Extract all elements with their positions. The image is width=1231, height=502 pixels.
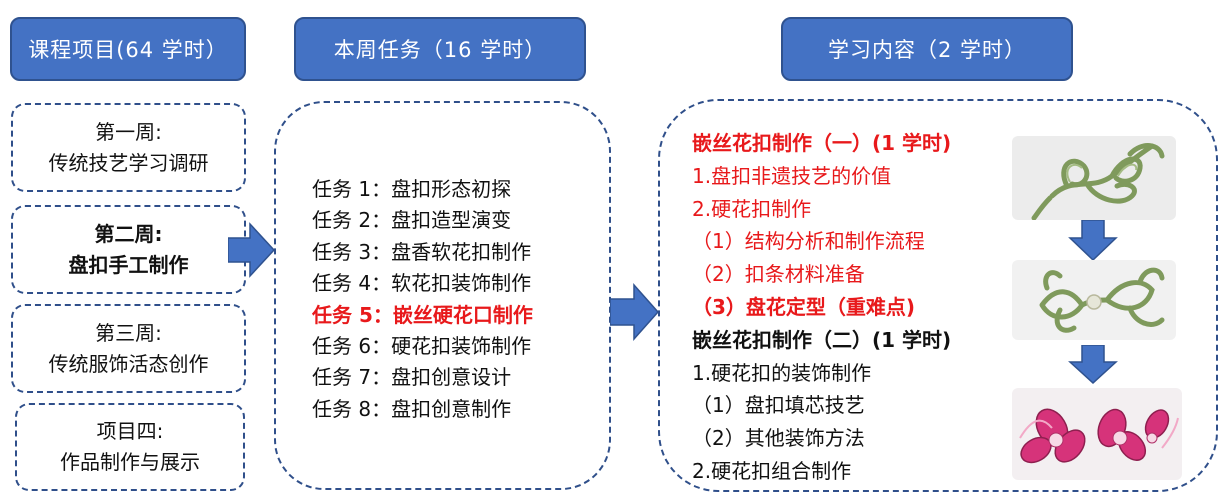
- arrow-right-icon: [610, 283, 660, 341]
- week-1-topic: 传统技艺学习调研: [48, 150, 209, 175]
- content-item: 1.盘扣非遗技艺的价值: [692, 163, 892, 188]
- content-session-2-title: 嵌丝花扣制作（二）(1 学时): [692, 327, 952, 352]
- project-4-box: 项目四: 作品制作与展示: [15, 403, 245, 491]
- project-4-topic: 作品制作与展示: [60, 450, 200, 474]
- week-tasks-header-label: 本周任务（16 学时）: [333, 38, 547, 62]
- week-3-topic: 传统服饰活态创作: [48, 351, 209, 376]
- pink-embroidery-photo: [1012, 388, 1182, 480]
- arrow-down-icon: [1068, 220, 1118, 262]
- content-item: 1.硬花扣的装饰制作: [692, 360, 872, 385]
- project-4-title: 项目四:: [96, 419, 164, 443]
- content-subitem: （2）其他装饰方法: [692, 426, 865, 451]
- content-subitem-key-point: （3）盘花定型（重难点): [692, 294, 916, 319]
- week-2-title: 第二周:: [94, 221, 163, 246]
- content-subitem: （1）结构分析和制作流程: [692, 229, 925, 254]
- learning-content-header-label: 学习内容（2 学时）: [827, 38, 1027, 62]
- task-item: 任务 2：盘扣造型演变: [312, 208, 512, 233]
- tasks-box: [274, 101, 611, 490]
- arrow-right-icon: [228, 222, 276, 278]
- task-item: 任务 1：盘扣形态初探: [312, 177, 512, 201]
- course-project-header: 课程项目(64 学时）: [10, 17, 246, 81]
- content-subitem: （2）扣条材料准备: [692, 262, 865, 287]
- task-list: 任务 1：盘扣形态初探 任务 2：盘扣造型演变 任务 3：盘香软花扣制作 任务 …: [312, 174, 533, 425]
- green-knot-assembled-photo: [1012, 260, 1176, 340]
- task-item: 任务 7：盘扣创意设计: [312, 365, 512, 390]
- learning-content-header: 学习内容（2 学时）: [781, 17, 1073, 81]
- task-item: 任务 8：盘扣创意制作: [312, 396, 512, 421]
- content-list: 嵌丝花扣制作（一）(1 学时) 1.盘扣非遗技艺的价值 2.硬花扣制作 （1）结…: [692, 127, 951, 488]
- week-1-title: 第一周:: [95, 119, 162, 144]
- week-2-topic: 盘扣手工制作: [68, 252, 189, 277]
- week-3-title: 第三周:: [95, 320, 162, 345]
- week-tasks-header: 本周任务（16 学时）: [294, 17, 586, 81]
- task-item-current: 任务 5：嵌丝硬花口制作: [312, 302, 533, 327]
- green-knot-photo: [1012, 136, 1176, 220]
- week-2-box: 第二周: 盘扣手工制作: [11, 205, 246, 294]
- content-subitem: （1）盘扣填芯技艺: [692, 393, 865, 418]
- arrow-down-icon: [1068, 345, 1118, 385]
- content-session-1-title: 嵌丝花扣制作（一）(1 学时): [692, 131, 952, 155]
- task-item: 任务 4：软花扣装饰制作: [312, 271, 532, 296]
- content-item: 2.硬花扣组合制作: [692, 458, 852, 483]
- content-item: 2.硬花扣制作: [692, 196, 812, 221]
- week-3-box: 第三周: 传统服饰活态创作: [11, 304, 246, 393]
- task-item: 任务 6：硬花扣装饰制作: [312, 334, 532, 359]
- task-item: 任务 3：盘香软花扣制作: [312, 239, 532, 264]
- week-1-box: 第一周: 传统技艺学习调研: [11, 103, 246, 192]
- course-project-header-label: 课程项目(64 学时）: [28, 38, 228, 62]
